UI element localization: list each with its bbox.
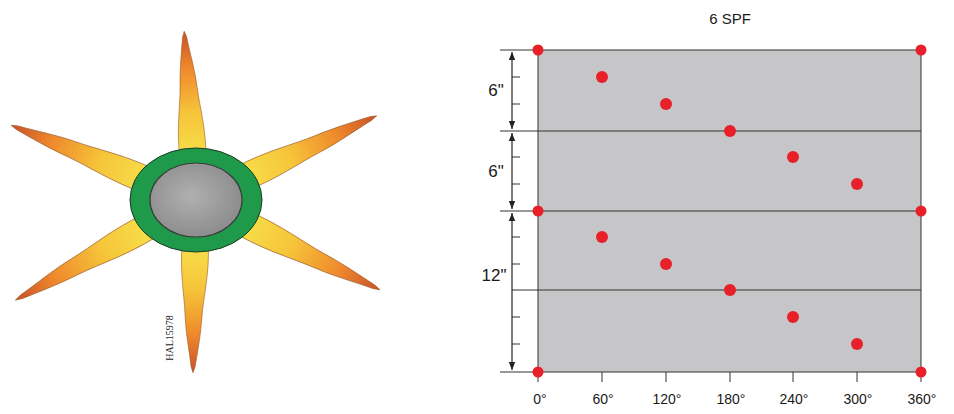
dimension: 6"	[486, 81, 506, 100]
phase-angle: 300°	[844, 392, 873, 406]
chart-title: 6 SPF	[709, 11, 751, 26]
perforation-tunnels	[6, 30, 386, 372]
phase-angle: 0°	[533, 392, 546, 406]
phase-angle: 60°	[592, 392, 613, 406]
dimension: 6"	[486, 162, 506, 181]
phasing-chart	[500, 45, 927, 383]
cement-ring	[130, 148, 262, 252]
figure-code: HAL15978	[165, 315, 175, 361]
phase-angle: 360°	[908, 392, 937, 406]
phase-angle: 120°	[653, 392, 682, 406]
phase-angle: 180°	[717, 392, 746, 406]
phase-angle: 240°	[780, 392, 809, 406]
casing-core	[150, 163, 242, 237]
dimension-arrows	[511, 52, 512, 370]
shot-holes	[533, 45, 927, 378]
dimension: 12"	[480, 266, 509, 285]
